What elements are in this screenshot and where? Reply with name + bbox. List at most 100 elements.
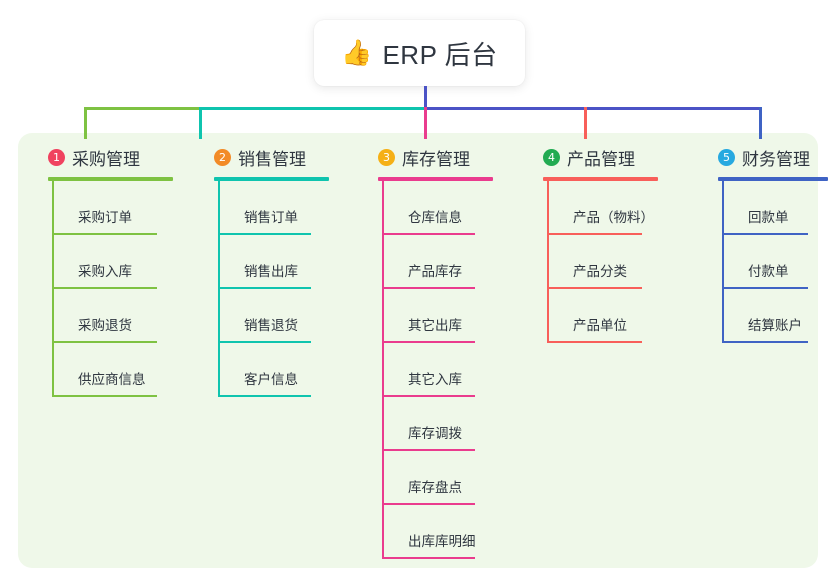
list-item[interactable]: 出库库明细 <box>382 505 476 559</box>
thumbs-up-icon: 👍 <box>341 38 373 67</box>
column-header-rule <box>378 177 493 181</box>
list-item-rule <box>547 287 642 289</box>
column-4: 4 产品管理产品（物料） 产品分类产品单位 <box>525 145 658 343</box>
list-item[interactable]: 回款单 <box>722 181 808 235</box>
list-item-rule <box>722 233 808 235</box>
list-item-label: 采购入库 <box>78 264 132 279</box>
list-item-label: 其它出库 <box>408 318 462 333</box>
list-item-label: 产品（物料） <box>573 210 654 225</box>
drop-connector-4 <box>584 107 587 139</box>
list-item-label: 结算账户 <box>748 318 802 333</box>
list-item[interactable]: 产品单位 <box>547 289 642 343</box>
list-item[interactable]: 供应商信息 <box>52 343 157 397</box>
column-item-list: 产品（物料） 产品分类产品单位 <box>547 181 654 343</box>
list-item-rule <box>52 287 157 289</box>
column-number-badge: 4 <box>543 148 560 166</box>
column-title: 财务管理 <box>742 149 810 169</box>
list-item[interactable]: 采购订单 <box>52 181 157 235</box>
column-item-list: 销售订单销售出库销售退货客户信息 <box>218 181 311 397</box>
list-item-rule <box>382 341 475 343</box>
bus-segment-teal <box>199 107 426 110</box>
list-item-label: 销售退货 <box>244 318 298 333</box>
column-spine <box>722 181 724 343</box>
column-number-badge: 5 <box>718 148 735 166</box>
list-item-rule <box>382 449 475 451</box>
column-3: 3 库存管理仓库信息产品库存其它出库其它入库库存调拨库存盘点出库库明细 <box>360 145 493 559</box>
column-item-list: 采购订单采购入库采购退货供应商信息 <box>52 181 157 397</box>
column-header-rule <box>214 177 329 181</box>
column-2: 2 销售管理销售订单销售出库销售退货客户信息 <box>196 145 329 397</box>
column-number-badge: 3 <box>378 148 395 166</box>
column-header-rule <box>718 177 828 181</box>
list-item[interactable]: 采购入库 <box>52 235 157 289</box>
column-header[interactable]: 5 财务管理 <box>700 145 810 169</box>
column-title: 库存管理 <box>402 149 470 169</box>
list-item-rule <box>52 341 157 343</box>
root-node-title: ERP 后台 <box>382 39 498 70</box>
list-item[interactable]: 仓库信息 <box>382 181 475 235</box>
list-item[interactable]: 销售出库 <box>218 235 311 289</box>
drop-connector-5 <box>759 107 762 139</box>
list-item[interactable]: 客户信息 <box>218 343 311 397</box>
column-number-badge: 2 <box>214 148 231 166</box>
column-header-rule <box>48 177 173 181</box>
drop-connector-3 <box>424 107 427 139</box>
root-node-card[interactable]: 👍 ERP 后台 <box>314 20 525 86</box>
list-item-label: 产品库存 <box>408 264 462 279</box>
list-item[interactable]: 其它入库 <box>382 343 475 397</box>
list-item-label: 付款单 <box>748 264 789 279</box>
list-item[interactable]: 结算账户 <box>722 289 808 343</box>
list-item-label: 采购退货 <box>78 318 132 333</box>
list-item-rule <box>218 287 311 289</box>
list-item[interactable]: 产品分类 <box>547 235 642 289</box>
list-item[interactable]: 付款单 <box>722 235 808 289</box>
list-item-label: 库存盘点 <box>408 480 462 495</box>
list-item-rule <box>382 395 475 397</box>
list-item-rule <box>382 233 475 235</box>
list-item-rule <box>52 395 157 397</box>
column-number-badge: 1 <box>48 148 65 166</box>
list-item[interactable]: 其它出库 <box>382 289 475 343</box>
list-item-rule <box>382 557 475 559</box>
column-title: 产品管理 <box>567 149 635 169</box>
column-spine <box>52 181 54 397</box>
diagram-panel <box>18 133 818 568</box>
list-item[interactable]: 采购退货 <box>52 289 157 343</box>
column-item-list: 仓库信息产品库存其它出库其它入库库存调拨库存盘点出库库明细 <box>382 181 476 559</box>
column-header[interactable]: 2 销售管理 <box>196 145 306 169</box>
list-item[interactable]: 库存调拨 <box>382 397 475 451</box>
list-item-label: 其它入库 <box>408 372 462 387</box>
list-item[interactable]: 库存盘点 <box>382 451 475 505</box>
trunk-connector <box>424 86 427 108</box>
list-item-label: 库存调拨 <box>408 426 462 441</box>
list-item-rule <box>218 395 311 397</box>
column-header[interactable]: 4 产品管理 <box>525 145 635 169</box>
list-item-label: 出库库明细 <box>408 534 476 549</box>
list-item-rule <box>218 341 311 343</box>
list-item-label: 客户信息 <box>244 372 298 387</box>
list-item-rule <box>722 341 808 343</box>
bus-segment-green <box>84 107 201 110</box>
list-item[interactable]: 产品库存 <box>382 235 475 289</box>
column-spine <box>547 181 549 343</box>
column-header-rule <box>543 177 658 181</box>
list-item[interactable]: 销售退货 <box>218 289 311 343</box>
list-item-label: 产品单位 <box>573 318 627 333</box>
list-item-rule <box>382 503 475 505</box>
column-header[interactable]: 3 库存管理 <box>360 145 470 169</box>
column-item-list: 回款单付款单结算账户 <box>722 181 808 343</box>
bus-segment-blue <box>424 107 762 110</box>
list-item-rule <box>382 287 475 289</box>
drop-connector-1 <box>84 107 87 139</box>
list-item-rule <box>547 233 642 235</box>
list-item-label: 销售订单 <box>244 210 298 225</box>
list-item[interactable]: 产品（物料） <box>547 181 654 235</box>
list-item-label: 采购订单 <box>78 210 132 225</box>
list-item-label: 产品分类 <box>573 264 627 279</box>
list-item-label: 销售出库 <box>244 264 298 279</box>
column-title: 销售管理 <box>238 149 306 169</box>
list-item[interactable]: 销售订单 <box>218 181 311 235</box>
column-5: 5 财务管理回款单付款单结算账户 <box>700 145 828 343</box>
